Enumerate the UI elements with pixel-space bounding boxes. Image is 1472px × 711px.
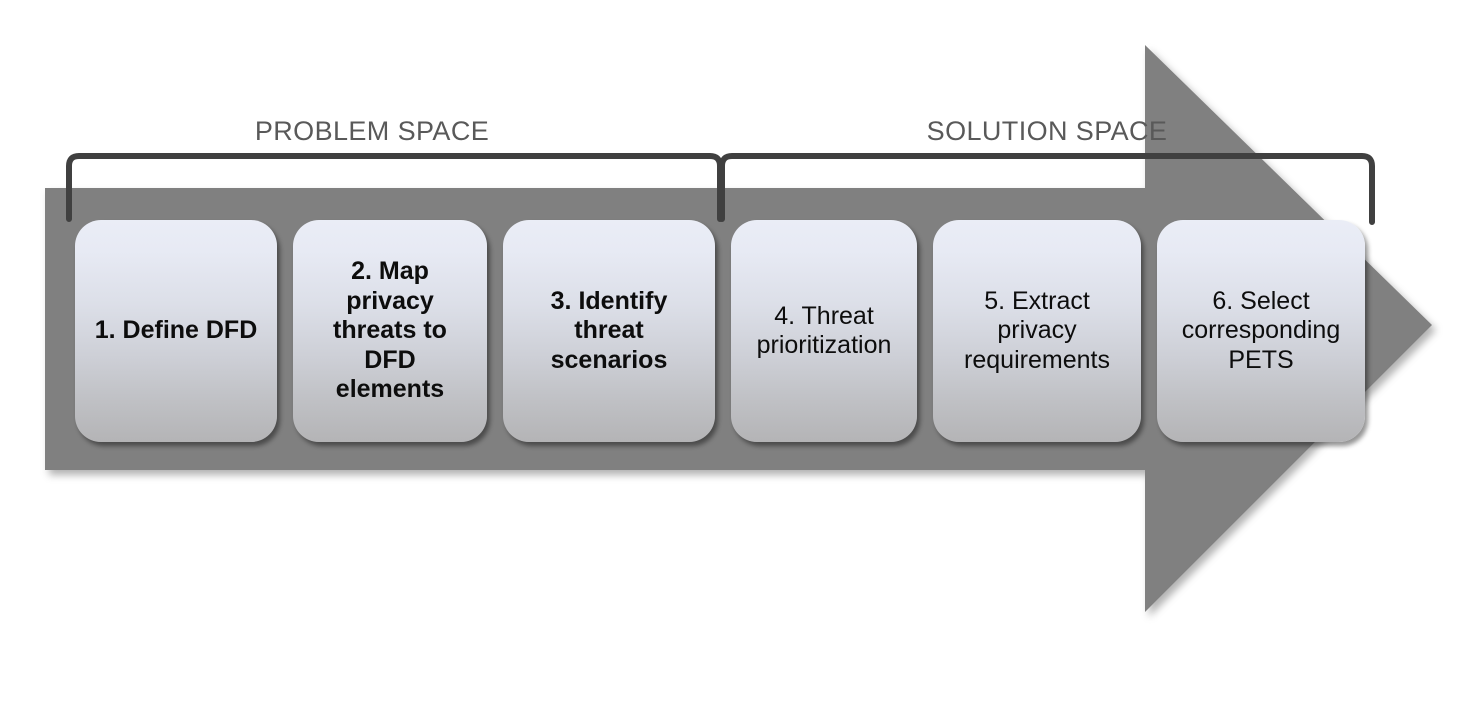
phase-label-problem-space: PROBLEM SPACE [254,116,490,146]
step-box-1[interactable]: 1. Define DFD [75,220,277,442]
step-box-5[interactable]: 5. Extract privacy requirements [933,220,1141,442]
step-label-1: 1. Define DFD [94,316,258,345]
step-label-2: 2. Map privacy threats to DFD elements [333,257,447,404]
step-label-4: 4. Threat prioritization [756,301,892,360]
step-label-6: 6. Select corresponding PETS [1181,286,1341,374]
step-label-3: 3. Identify threat scenarios [550,286,668,374]
step-box-2[interactable]: 2. Map privacy threats to DFD elements [293,220,487,442]
step-box-6[interactable]: 6. Select corresponding PETS [1157,220,1365,442]
phase-label-solution-space: SOLUTION SPACE [926,116,1168,146]
step-box-3[interactable]: 3. Identify threat scenarios [503,220,715,442]
step-box-4[interactable]: 4. Threat prioritization [731,220,917,442]
step-label-5: 5. Extract privacy requirements [964,286,1110,374]
